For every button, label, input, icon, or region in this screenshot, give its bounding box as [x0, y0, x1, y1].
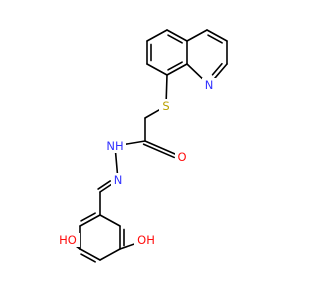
- bond-i-j: [212, 63, 228, 81]
- bond-e-s: [165, 74, 168, 100]
- bond-u-v: [79, 248, 101, 261]
- bond-g-h: [206, 29, 228, 42]
- bond-l-o: [144, 140, 177, 156]
- structure-canvas: N S O NH N HO OH: [56, 29, 228, 263]
- bond-n2-q: [99, 183, 113, 193]
- bond-l-o-double: [142, 143, 175, 159]
- bond-u-v-double: [80, 253, 96, 263]
- quinoline-nitrogen-label: N: [205, 78, 214, 92]
- bond-i-j-double: [211, 62, 223, 76]
- bond-x-r: [99, 214, 121, 227]
- bond-c-g: [186, 29, 208, 42]
- bond-e-f: [146, 63, 168, 76]
- bond-r-t-double: [80, 212, 96, 222]
- hydroxyl-right-label: OH: [137, 233, 155, 247]
- hydrazone-nitrogen-label: N: [114, 173, 123, 187]
- amide-nh-label: NH: [106, 139, 123, 153]
- bond-s-k: [144, 108, 161, 119]
- atom-labels-group: N S O NH N HO OH: [56, 78, 216, 247]
- bond-r-t: [79, 214, 101, 227]
- bond-b-c: [166, 29, 188, 42]
- bonds-group: [72, 29, 228, 263]
- hydroxyl-left-label: HO: [59, 233, 77, 247]
- carbonyl-oxygen-label: O: [177, 150, 186, 164]
- bond-d-e: [166, 63, 188, 76]
- bond-a-b: [146, 29, 168, 42]
- bond-v-w: [99, 248, 121, 261]
- bond-b-c-double: [167, 34, 183, 44]
- bond-d-e-double: [167, 61, 183, 71]
- molecule-diagram: N S O NH N HO OH: [56, 29, 228, 263]
- bond-m-n2: [114, 152, 119, 174]
- bond-n2-q-double: [97, 180, 112, 190]
- bond-g-h-double: [207, 34, 223, 44]
- thioether-sulfur-label: S: [162, 99, 169, 113]
- bond-j-d: [186, 63, 205, 81]
